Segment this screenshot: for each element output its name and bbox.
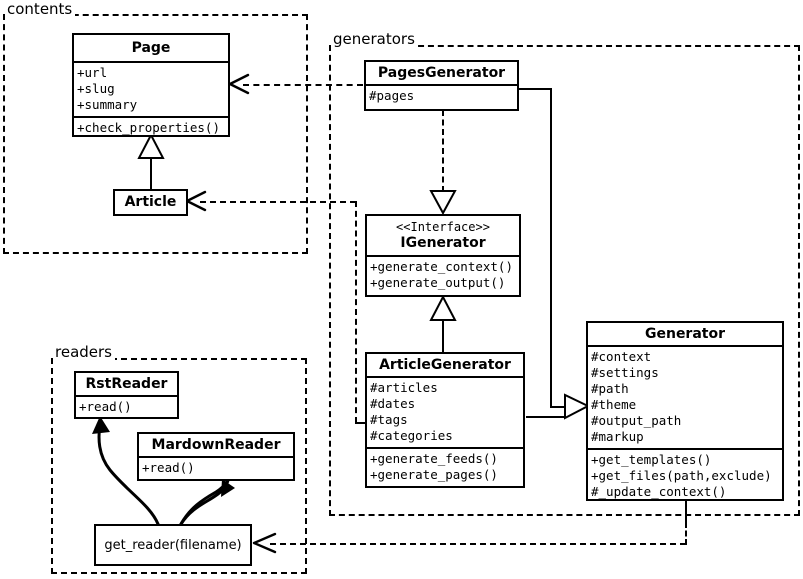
method-item: #_update_context() bbox=[591, 484, 727, 499]
attribute-item: #dates bbox=[370, 396, 416, 411]
package-generators-border bbox=[329, 45, 800, 516]
attribute-item: #pages bbox=[369, 88, 415, 103]
class-methods-rstreader: +read() bbox=[76, 395, 177, 418]
class-box-article[interactable]: Article bbox=[113, 189, 188, 216]
class-attributes-pagesgenerator: #pages bbox=[366, 84, 517, 107]
edge-generator-getreader-dep-v bbox=[685, 522, 687, 545]
edge-articlegenerator-article-dep-h bbox=[200, 201, 356, 203]
package-readers: readers bbox=[51, 345, 307, 574]
edge-articlegenerator-generator-v bbox=[564, 406, 566, 418]
attribute-item: #path bbox=[591, 381, 629, 396]
method-item: +generate_output() bbox=[370, 275, 506, 290]
class-box-page[interactable]: Page +url +slug +summary +check_properti… bbox=[72, 33, 230, 137]
class-box-mardownreader[interactable]: MardownReader +read() bbox=[137, 432, 295, 481]
attribute-item: +slug bbox=[77, 81, 115, 96]
method-item: +generate_context() bbox=[370, 259, 513, 274]
class-title-igenerator: IGenerator bbox=[400, 235, 486, 251]
class-title-page: Page bbox=[131, 40, 171, 56]
attribute-item: #markup bbox=[591, 429, 644, 444]
class-methods-igenerator: +generate_context() +generate_output() bbox=[367, 255, 519, 294]
class-title-articlegenerator: ArticleGenerator bbox=[379, 357, 511, 373]
attribute-item: #tags bbox=[370, 412, 408, 427]
class-box-igenerator[interactable]: <<Interface>> IGenerator +generate_conte… bbox=[365, 214, 521, 297]
edge-pagesgenerator-generator-h2 bbox=[550, 406, 566, 408]
package-contents-border bbox=[3, 14, 308, 254]
class-title-article: Article bbox=[124, 194, 177, 210]
method-item: +get_templates() bbox=[591, 452, 712, 467]
class-box-rstreader[interactable]: RstReader +read() bbox=[74, 371, 179, 419]
attribute-item: #context bbox=[591, 349, 652, 364]
edge-pagesgenerator-page-dep bbox=[243, 84, 363, 86]
attribute-item: #settings bbox=[591, 365, 659, 380]
method-item: +generate_feeds() bbox=[370, 451, 498, 466]
class-methods-mardownreader: +read() bbox=[139, 456, 293, 479]
class-title-rstreader: RstReader bbox=[85, 376, 168, 392]
class-methods-generator: +get_templates() +get_files(path,exclude… bbox=[588, 448, 782, 503]
attribute-item: +url bbox=[77, 65, 108, 80]
edge-pagesgenerator-generator-h1 bbox=[518, 88, 552, 90]
class-box-articlegenerator[interactable]: ArticleGenerator #articles #dates #tags … bbox=[365, 352, 525, 488]
package-contents-label: contents bbox=[5, 2, 76, 17]
attribute-item: +summary bbox=[77, 97, 138, 112]
package-generators-label: generators bbox=[331, 32, 418, 47]
edge-generator-getreader-dep bbox=[270, 543, 686, 545]
attribute-item: #categories bbox=[370, 428, 453, 443]
edge-pagesgenerator-generator-v bbox=[550, 88, 552, 408]
class-stereotype-igenerator: <<Interface>> bbox=[396, 220, 490, 234]
edge-articlegenerator-article-dep-tick bbox=[355, 422, 366, 424]
attribute-item: #theme bbox=[591, 397, 637, 412]
edge-pagesgenerator-igenerator-realize bbox=[442, 110, 444, 192]
class-header-igenerator: <<Interface>> IGenerator bbox=[367, 216, 519, 255]
method-item: +generate_pages() bbox=[370, 467, 498, 482]
class-box-generator[interactable]: Generator #context #settings #path #them… bbox=[586, 321, 784, 501]
method-item: +read() bbox=[79, 399, 132, 414]
edge-articlegenerator-article-dep-v bbox=[355, 201, 357, 423]
method-item: +check_properties() bbox=[77, 120, 220, 135]
package-contents: contents bbox=[3, 2, 308, 254]
edge-articlegenerator-generator-h bbox=[526, 416, 566, 418]
attribute-item: #output_path bbox=[591, 413, 682, 428]
class-methods-articlegenerator: +generate_feeds() +generate_pages() bbox=[367, 447, 523, 486]
method-item: +get_files(path,exclude) bbox=[591, 468, 772, 483]
class-methods-page: +check_properties() bbox=[74, 116, 228, 139]
package-readers-border bbox=[51, 358, 307, 574]
package-generators: generators bbox=[329, 32, 800, 516]
edge-generator-getreader-stub bbox=[685, 500, 687, 524]
class-attributes-generator: #context #settings #path #theme #output_… bbox=[588, 345, 782, 448]
edge-articlegenerator-igenerator bbox=[442, 318, 444, 356]
class-title-mardownreader: MardownReader bbox=[151, 437, 281, 453]
class-title-generator: Generator bbox=[644, 326, 725, 342]
class-attributes-page: +url +slug +summary bbox=[74, 61, 228, 116]
package-readers-label: readers bbox=[53, 345, 115, 360]
method-item: +read() bbox=[142, 460, 195, 475]
class-attributes-articlegenerator: #articles #dates #tags #categories bbox=[367, 376, 523, 447]
edge-article-page-v bbox=[150, 158, 152, 191]
function-label-get-reader: get_reader(filename) bbox=[104, 537, 242, 553]
class-title-pagesgenerator: PagesGenerator bbox=[377, 65, 506, 81]
function-box-get-reader[interactable]: get_reader(filename) bbox=[94, 524, 252, 566]
class-box-pagesgenerator[interactable]: PagesGenerator #pages bbox=[364, 60, 519, 111]
attribute-item: #articles bbox=[370, 380, 438, 395]
